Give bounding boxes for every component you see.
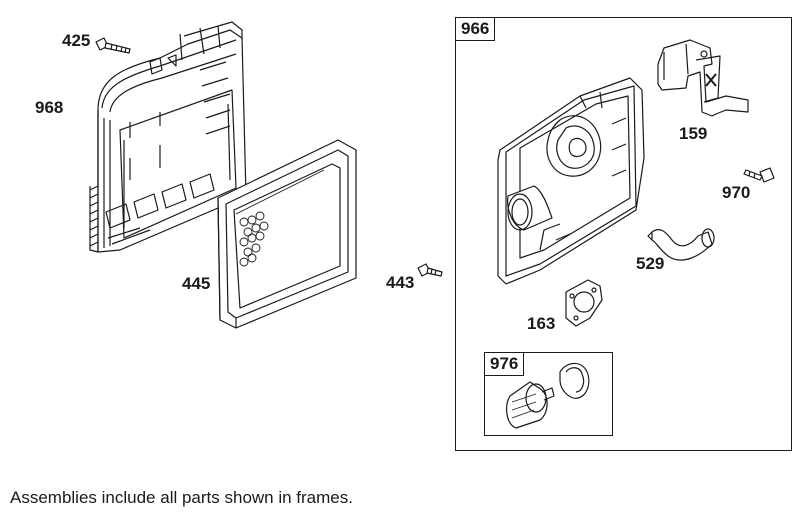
label-425: 425 [62,31,91,50]
assembly-frame-976 [484,352,613,436]
label-445: 445 [182,274,211,293]
elbow-tube-529-part [647,228,715,261]
footnote: Assemblies include all parts shown in fr… [10,488,353,507]
bracket-159-part [657,39,749,117]
assembly-label-966: 966 [455,17,496,41]
screw-443-part [417,263,443,277]
label-970: 970 [722,183,751,202]
screw-970-part [743,167,775,183]
label-443: 443 [386,273,415,292]
screw-425-part [95,37,131,54]
label-159: 159 [679,124,708,143]
air-filter-445-part [217,139,357,329]
label-968: 968 [35,98,64,117]
gasket-163-part [565,279,603,327]
assembly-label-976: 976 [484,352,525,376]
assembly-frame-966 [455,17,792,451]
air-cleaner-base-968-part [89,21,247,253]
carburetor-base-966-part [497,77,645,285]
label-163: 163 [527,314,556,333]
fuel-filter-976-part [506,362,590,429]
label-529: 529 [636,254,665,273]
